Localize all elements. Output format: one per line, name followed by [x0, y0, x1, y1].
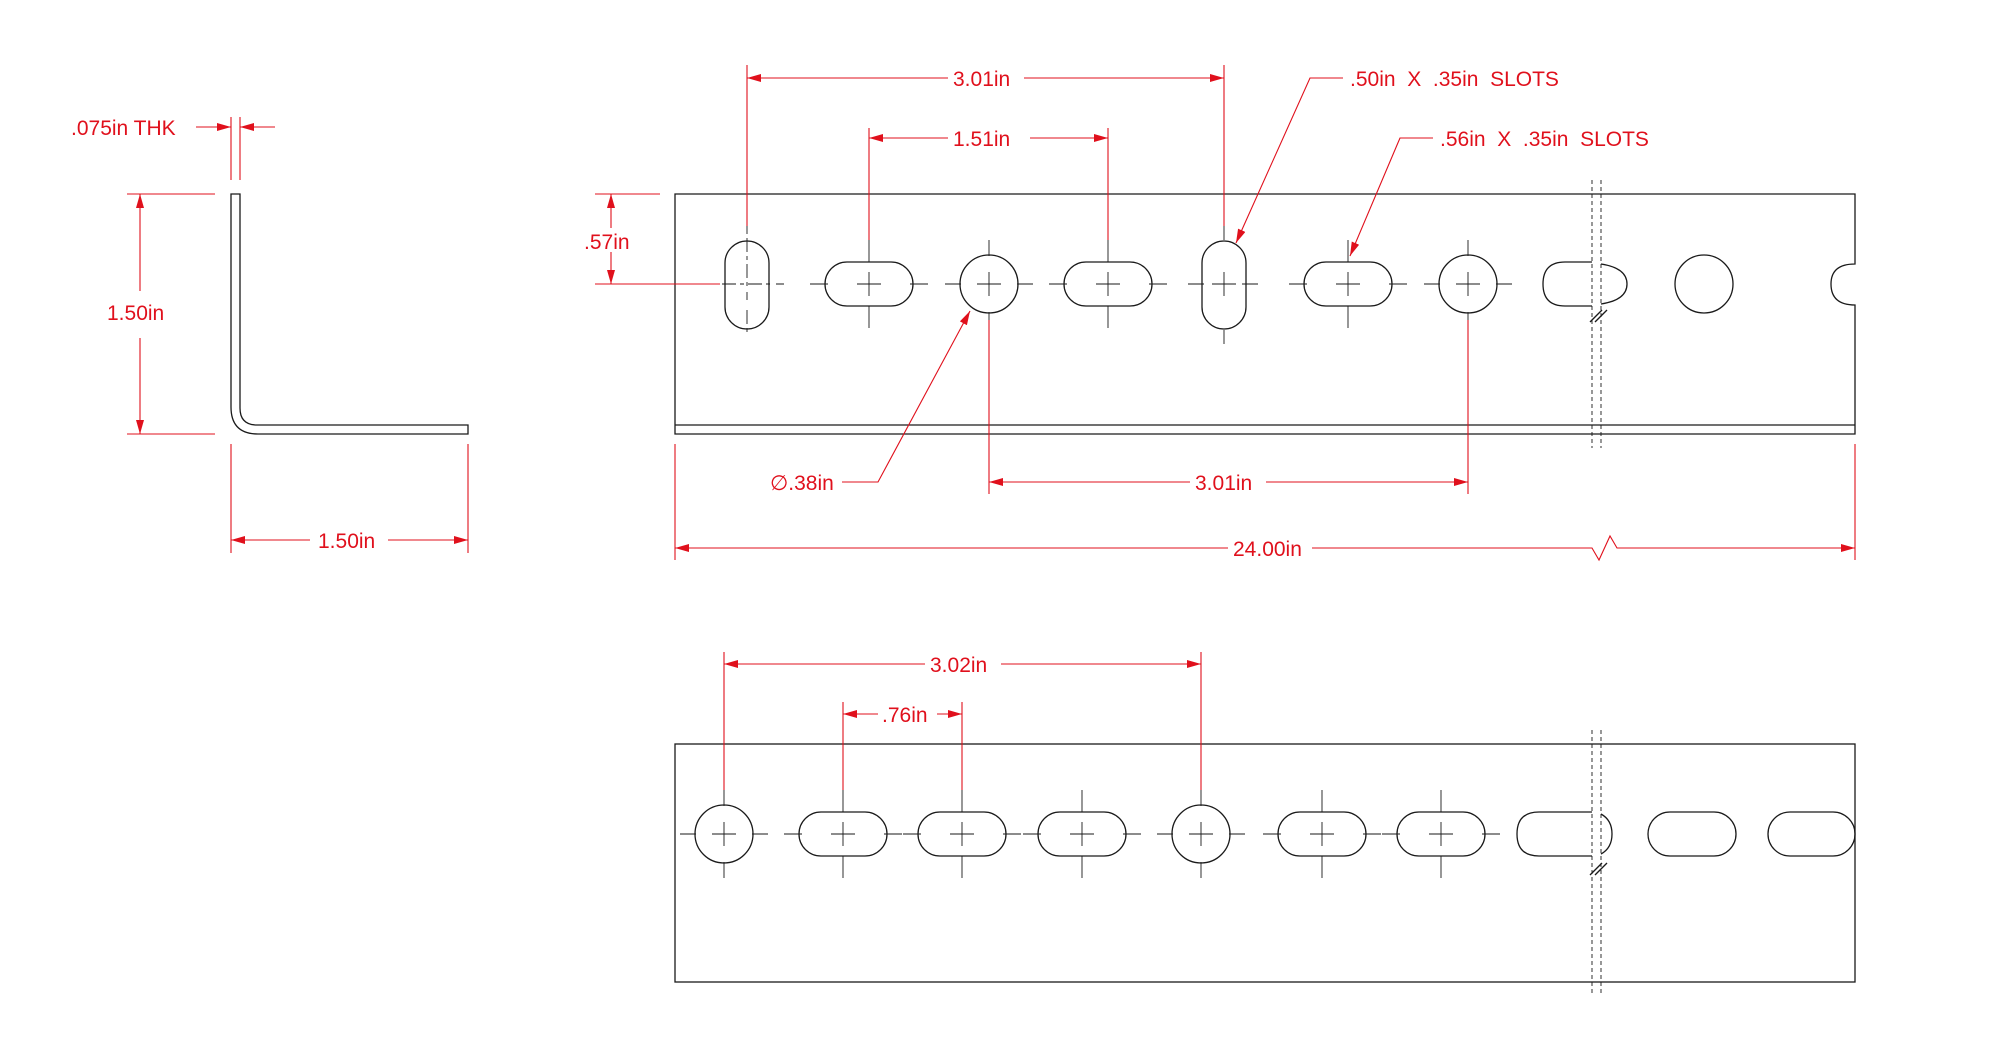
- round-hole: [1674, 254, 1734, 314]
- overall-length-label: 24.00in: [1233, 538, 1302, 561]
- hole-diameter-label: ∅.38in: [770, 472, 834, 495]
- angle-profile: [230, 193, 469, 435]
- lower-span-3-02-label: 3.02in: [930, 654, 987, 677]
- broken-slot: [1542, 261, 1592, 307]
- top-span-3-01-label: 3.01in: [953, 68, 1010, 91]
- broken-slot: [1516, 811, 1592, 857]
- top-holes: [724, 240, 1734, 330]
- slot-note-50: .50in X .35in SLOTS: [1350, 68, 1559, 91]
- thickness-label: .075in THK: [71, 117, 176, 140]
- side-width-label: 1.50in: [318, 530, 375, 553]
- lower-center-marks: [680, 790, 1500, 878]
- top-offset-label: .57in: [584, 231, 630, 254]
- vertical-slot: [1201, 240, 1247, 330]
- top-span-1-51-label: 1.51in: [953, 128, 1010, 151]
- side-view: .075in THK 1.50in 1.50in: [71, 117, 469, 553]
- top-view: 3.01in 1.51in .57in .50in X .35in SLOTS …: [584, 65, 1856, 562]
- broken-slot-right: [1600, 813, 1613, 855]
- broken-slot-right: [1600, 263, 1628, 305]
- lower-span-0-76-label: .76in: [882, 704, 928, 727]
- top-bar-outline: [674, 193, 1856, 435]
- top-center-marks: [710, 226, 1512, 344]
- lower-bar-outline: [674, 743, 1856, 983]
- horizontal-slot: [1647, 811, 1737, 857]
- horizontal-slot: [1767, 811, 1856, 857]
- slot-note-56: .56in X .35in SLOTS: [1440, 128, 1649, 151]
- bottom-span-3-01-label: 3.01in: [1195, 472, 1252, 495]
- lower-view: 3.02in .76in: [674, 652, 1856, 996]
- side-height-label: 1.50in: [107, 302, 164, 325]
